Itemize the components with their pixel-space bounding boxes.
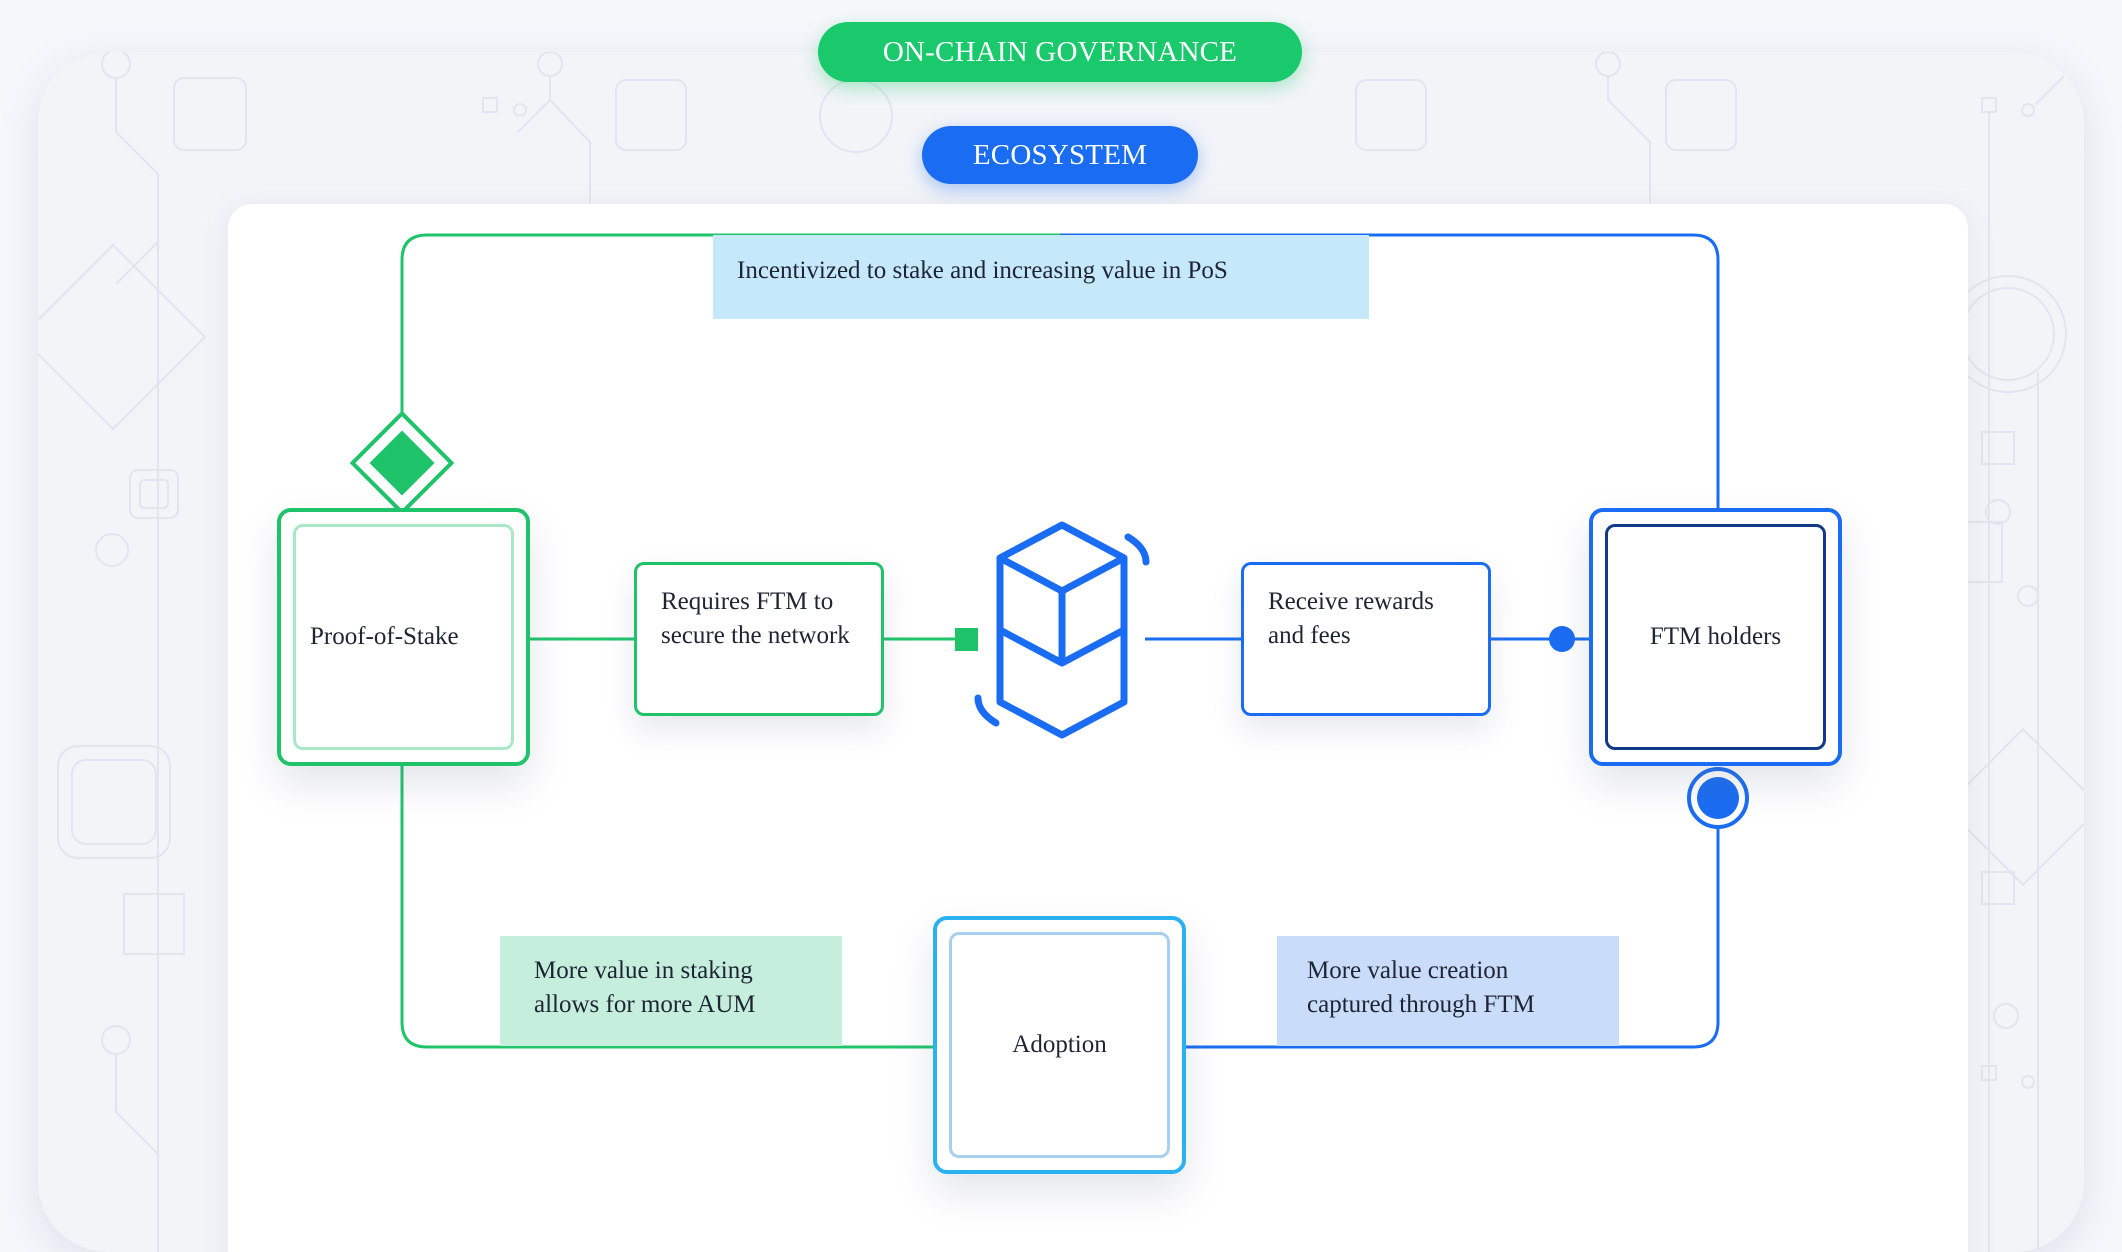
bottom-right-edge-label: More value creation captured through FTM (1277, 936, 1619, 1046)
proof-of-stake-node: Proof-of-Stake (277, 508, 530, 766)
ftm-holders-label: FTM holders (1649, 623, 1782, 650)
circuit-background (38, 52, 2084, 1252)
blue-dot-marker (1549, 626, 1575, 652)
adoption-node: Adoption (933, 916, 1186, 1174)
on-chain-governance-badge: ON-CHAIN GOVERNANCE (818, 22, 1302, 82)
bottom-blue-connector (1186, 826, 1720, 1049)
top-blue-connector (1060, 233, 1720, 508)
green-diamond-icon (349, 410, 455, 516)
bottom-green-connector (400, 766, 933, 1049)
bottom-left-edge-label: More value in staking allows for more AU… (500, 936, 842, 1046)
fantom-logo-icon (974, 521, 1150, 739)
green-square-marker (955, 628, 978, 651)
top-green-connector (400, 233, 1060, 430)
receive-rewards-node: Receive rewards and fees (1241, 562, 1491, 716)
proof-of-stake-label: Proof-of-Stake (310, 623, 459, 650)
adoption-label: Adoption (1012, 1031, 1107, 1058)
top-edge-label: Incentivized to stake and increasing val… (713, 235, 1369, 319)
flow-diagram (349, 233, 1749, 1049)
blue-ring-icon (1687, 767, 1749, 829)
ftm-holders-node: FTM holders (1589, 508, 1842, 766)
requires-ftm-node: Requires FTM to secure the network (634, 562, 884, 716)
ecosystem-badge: ECOSYSTEM (922, 126, 1198, 184)
